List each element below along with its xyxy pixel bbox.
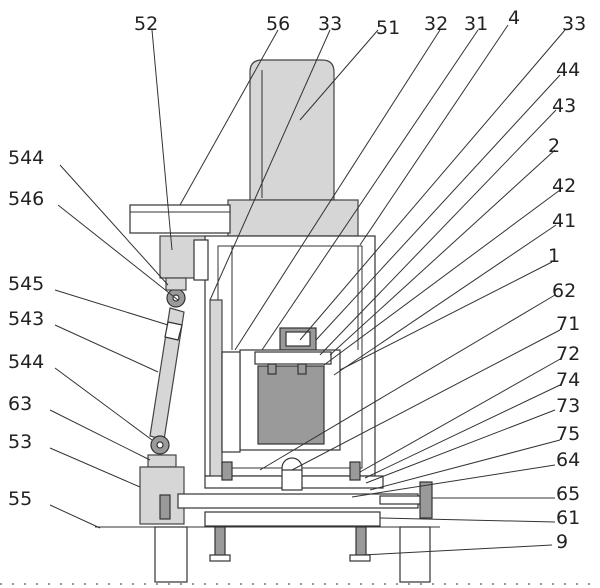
label-65: 65 xyxy=(556,483,580,505)
label-75: 75 xyxy=(556,423,580,445)
label-4: 4 xyxy=(508,7,520,29)
label-74: 74 xyxy=(556,369,580,391)
label-41: 41 xyxy=(552,210,576,232)
label-1: 1 xyxy=(548,245,560,267)
base-bottom xyxy=(204,511,381,527)
label-55: 55 xyxy=(8,488,32,510)
label-33-top: 33 xyxy=(318,13,342,35)
label-61: 61 xyxy=(556,507,580,529)
label-545: 545 xyxy=(8,273,44,295)
mould-hatch xyxy=(257,365,325,445)
label-546: 546 xyxy=(8,188,44,210)
label-53: 53 xyxy=(8,431,32,453)
motor-plate xyxy=(227,199,359,237)
hand-wheel xyxy=(419,481,433,519)
label-64: 64 xyxy=(556,449,580,471)
label-2: 2 xyxy=(548,135,560,157)
motor-body xyxy=(249,59,335,201)
label-52: 52 xyxy=(134,13,158,35)
top-beam xyxy=(129,204,231,234)
label-42: 42 xyxy=(552,175,576,197)
label-51: 51 xyxy=(376,17,400,39)
left-post xyxy=(209,299,223,481)
label-31: 31 xyxy=(464,13,488,35)
label-72: 72 xyxy=(556,343,580,365)
label-544-top: 544 xyxy=(8,147,44,169)
label-71: 71 xyxy=(556,313,580,335)
label-543: 543 xyxy=(8,308,44,330)
label-44: 44 xyxy=(556,59,580,81)
label-9: 9 xyxy=(556,531,568,553)
label-33-right: 33 xyxy=(562,13,586,35)
label-544-bottom: 544 xyxy=(8,351,44,373)
label-62: 62 xyxy=(552,280,576,302)
machine-drawing xyxy=(95,59,440,583)
label-43: 43 xyxy=(552,95,576,117)
label-73: 73 xyxy=(556,395,580,417)
leader-lines xyxy=(49,24,566,556)
part-labels: 52 56 33 51 32 31 4 33 44 43 2 42 41 1 6… xyxy=(8,7,586,553)
label-56: 56 xyxy=(266,13,290,35)
label-63: 63 xyxy=(8,393,32,415)
label-32: 32 xyxy=(424,13,448,35)
